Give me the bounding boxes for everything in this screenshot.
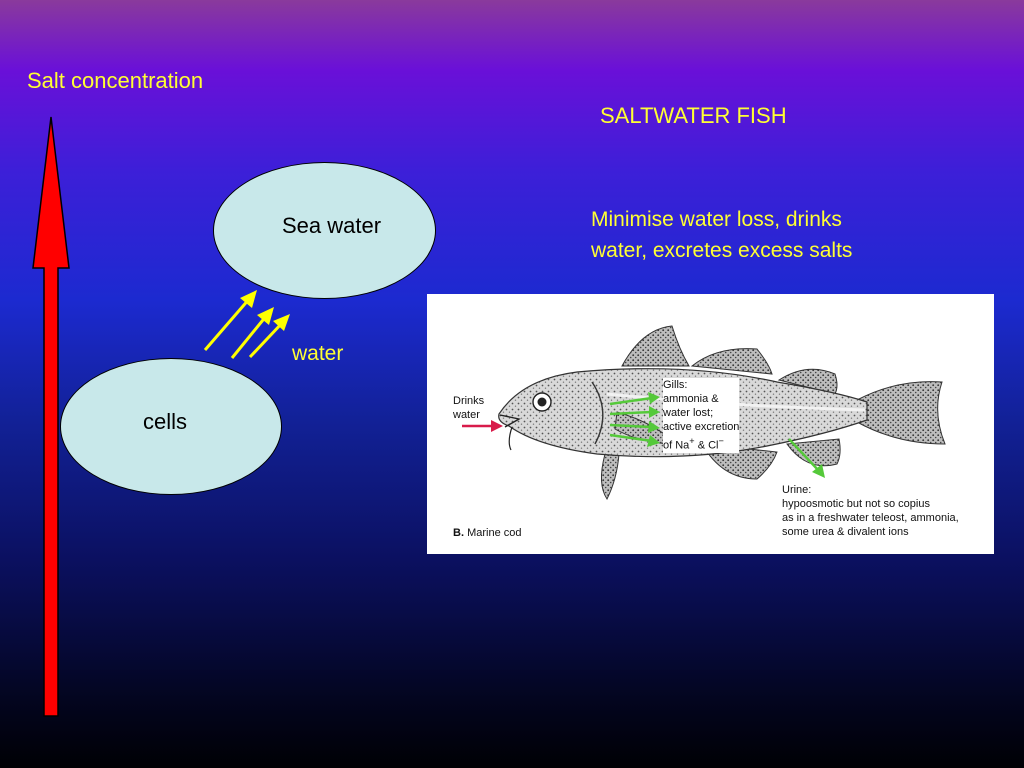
urine-line-1: Urine: xyxy=(782,484,812,496)
drinks-water-label: Drinks water xyxy=(453,394,484,422)
figure-caption: B. Marine cod xyxy=(453,526,521,540)
sea-water-label: Sea water xyxy=(281,212,382,238)
description-line-1: Minimise water loss, drinks xyxy=(591,208,842,231)
caption-letter: B. xyxy=(453,527,464,539)
caption-text: Marine cod xyxy=(467,527,522,539)
cells-ellipse: cells xyxy=(60,358,282,495)
urine-line-2: hypoosmotic but not so copius xyxy=(782,498,930,510)
drinks-line-2: water xyxy=(453,409,480,421)
gills-na-text: of Na xyxy=(663,439,690,452)
gills-minus-sign: − xyxy=(718,436,724,446)
gills-label: Gills: ammonia & water lost; active excr… xyxy=(663,378,740,453)
drinks-line-1: Drinks xyxy=(453,395,485,407)
slide-title: SALTWATER FISH xyxy=(600,103,787,128)
urine-label: Urine: hypoosmotic but not so copius as … xyxy=(782,483,959,539)
gills-line-4: active excretion xyxy=(663,421,740,433)
description-text: Minimise water loss, drinks water, excre… xyxy=(591,204,951,266)
gills-plus-sign: + xyxy=(689,436,695,446)
cells-label: cells xyxy=(142,408,187,434)
gills-cl-text: & Cl xyxy=(694,439,719,452)
urine-line-4: some urea & divalent ions xyxy=(782,526,909,538)
gills-line-2: ammonia & xyxy=(663,393,719,405)
concentration-arrow-icon xyxy=(32,116,70,717)
gills-line-5: of Na+ & Cl− xyxy=(663,434,739,453)
salt-concentration-label: Salt concentration xyxy=(27,68,204,93)
sea-water-ellipse: Sea water xyxy=(213,162,436,299)
water-flow-arrows-icon xyxy=(203,290,290,359)
gills-line-1: Gills: xyxy=(663,379,688,391)
water-label: water xyxy=(292,342,344,365)
urine-line-3: as in a freshwater teleost, ammonia, xyxy=(782,512,959,524)
marine-cod-figure: Drinks water Gills: ammonia & water lost… xyxy=(427,294,994,554)
gills-line-3: water lost; xyxy=(663,407,714,419)
description-line-2: water, excretes excess salts xyxy=(591,239,853,262)
